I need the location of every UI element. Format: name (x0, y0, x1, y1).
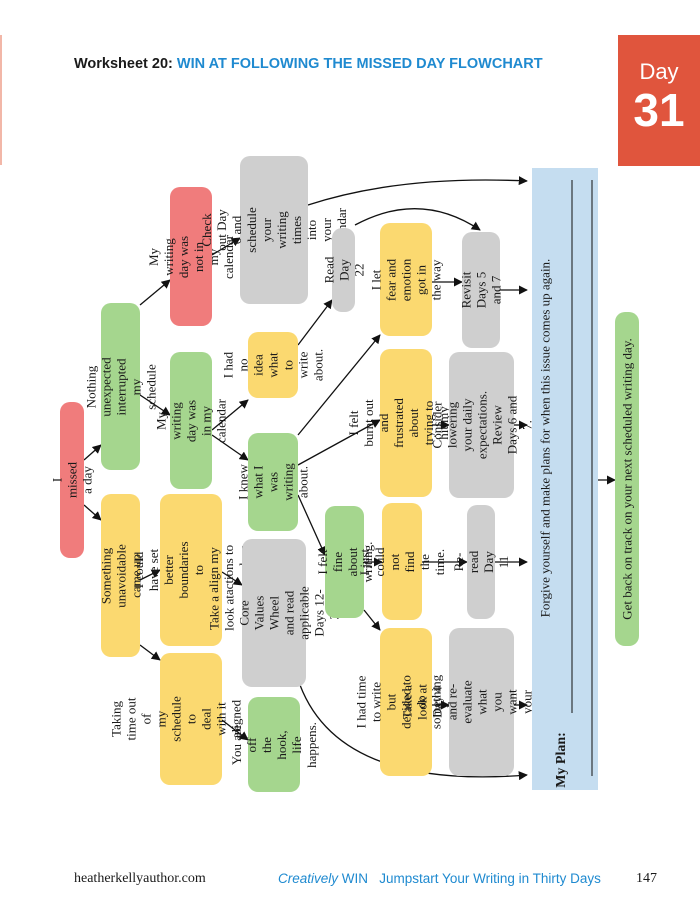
worksheet-header: Worksheet 20: WIN AT FOLLOWING THE MISSE… (74, 56, 543, 72)
node-missed-day: I missed a day (50, 402, 95, 558)
arrow-day22-to-revisit (354, 208, 481, 231)
node-burnt-out: I felt burnt out and frustrated about tr… (346, 349, 466, 497)
arrow-incal-to-knew (211, 434, 249, 461)
node-reread-day11-text: Re-read Day 11 (451, 550, 511, 574)
arrow-check-to-plan (307, 176, 528, 206)
arrow-noidea-to-day22 (297, 299, 333, 346)
plan-label-text: My Plan: (554, 732, 569, 788)
arrow-nothing-to-notcal (139, 279, 171, 306)
page-edge-mark (0, 35, 2, 165)
node-off-hook-text: You are off the hook, life happens. (229, 721, 319, 768)
node-in-calendar: My writing day was in my calendar (154, 352, 229, 489)
footer-book-title: Creatively WIN Jumpstart Your Writing in… (278, 871, 601, 886)
node-knew-what-text: I knew what I was writing about. (235, 463, 311, 501)
worksheet-number: Worksheet 20: (74, 56, 173, 72)
node-could-have-set: I could have set better boundaries to al… (131, 494, 251, 646)
node-get-back: Get back on track on your next scheduled… (615, 312, 639, 646)
arrow-incal-to-noidea (211, 399, 249, 431)
arrow-taking-to-offhook (221, 719, 249, 741)
arrow-couldset-to-corevalues (221, 571, 243, 586)
node-revisit: Revisit Days 5 and 7 (459, 232, 504, 348)
node-had-no-idea-text: I had no idea what to write about. (220, 348, 326, 382)
node-read-day22-text: Read Day 22 (321, 256, 366, 284)
node-off-hook: You are off the hook, life happens. (229, 697, 319, 792)
node-had-time: I had time to write but decided to do so… (354, 628, 459, 776)
day-badge: Day 31 (618, 35, 700, 166)
arrow-knew-to-felt (297, 494, 326, 556)
node-could-not-find: I just could not find the time. (357, 503, 447, 620)
day-badge-number: 31 (633, 84, 685, 136)
node-consider-lowering-text: Consider lowering your daily expectation… (429, 390, 534, 460)
node-forgive-text: Forgive yourself and make plans for when… (537, 258, 553, 618)
arrow-notcal-to-check (211, 237, 241, 256)
node-missed-day-text: I missed a day (49, 461, 95, 499)
page-number: 147 (636, 871, 657, 886)
node-read-day22: Read Day 22 (321, 228, 366, 312)
arrow-nothing-to-incal (139, 394, 171, 416)
node-check-day6: Check out Day 6 and schedule your writin… (199, 156, 349, 304)
worksheet-title: WIN AT FOLLOWING THE MISSED DAY FLOWCHAR… (176, 56, 543, 72)
arrow-knew-to-burnt (297, 419, 381, 466)
node-taking-time: Taking time out of my schedule to deal w… (109, 653, 274, 785)
node-get-back-text: Get back on track on your next scheduled… (619, 338, 635, 620)
node-nothing-unexpected-text: Nothing unexpected interrupted my schedu… (83, 356, 158, 417)
footer-book-italic: Creatively (278, 871, 339, 886)
arrow-something-to-couldset (139, 569, 161, 581)
arrow-felt-to-hadtime (363, 609, 381, 631)
arrow-something-to-taking (139, 644, 161, 661)
node-reread-day11: Re-read Day 11 (451, 505, 511, 619)
node-fear-emotion: I let fear and emotion got in the way (369, 223, 444, 336)
node-felt-fine: I felt fine about writing. (315, 506, 375, 618)
arrow-knew-to-fear (297, 334, 381, 436)
node-check-day6-text: Check out Day 6 and schedule your writin… (199, 207, 349, 253)
arrow-missed-to-something (83, 504, 102, 521)
node-core-values-text: Take a look at Core Values Wheel and rea… (206, 586, 342, 640)
node-something-unavoidable: Something unavoidable came up (98, 494, 143, 657)
plan-box (532, 168, 598, 790)
footer-book-rest: WIN Jumpstart Your Writing in Thirty Day… (338, 871, 601, 886)
node-revisit-text: Revisit Days 5 and 7 (458, 271, 504, 309)
node-consider-lowering: Consider lowering your daily expectation… (429, 352, 534, 498)
plan-writing-lines (571, 180, 593, 776)
day-badge-word: Day (639, 59, 679, 84)
node-in-calendar-text: My writing day was in my calendar (153, 398, 229, 443)
node-had-no-idea: I had no idea what to write about. (221, 332, 326, 398)
arrow-missed-to-nothing (83, 444, 102, 461)
arrow-corevalues-to-plan (299, 684, 528, 781)
node-nothing-unexpected: Nothing unexpected interrupted my schedu… (83, 303, 158, 470)
node-knew-what: I knew what I was writing about. (236, 433, 311, 531)
node-not-in-calendar: My writing day was not in my calendar (146, 187, 236, 326)
footer-website: heatherkellyauthor.com (74, 871, 206, 886)
node-could-not-find-text: I just could not find the time. (357, 547, 447, 576)
node-forgive: Forgive yourself and make plans for when… (534, 168, 556, 708)
node-core-values: Take a look at Core Values Wheel and rea… (207, 539, 342, 687)
node-fear-emotion-text: I let fear and emotion got in the way (368, 258, 444, 301)
node-look-day4: Take a look at Day 4 and re-evaluate wha… (399, 628, 564, 776)
